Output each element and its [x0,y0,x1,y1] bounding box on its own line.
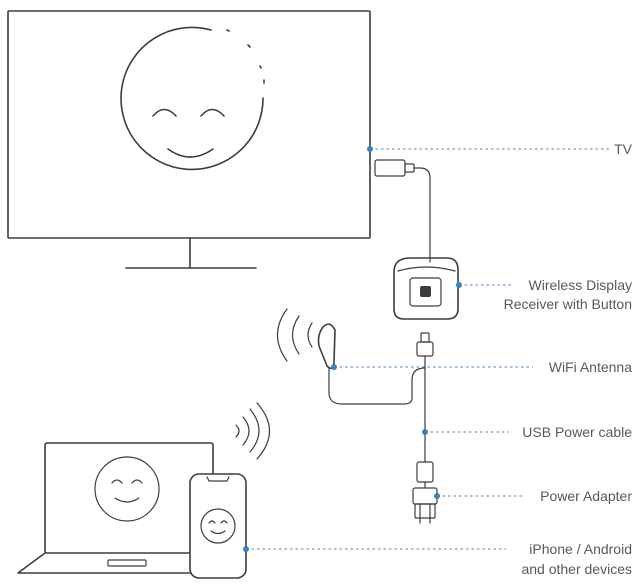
receiver-leader [456,282,512,288]
usb-cable-leader [422,429,509,435]
usb-plug-icon [416,461,434,489]
receiver-icon [393,257,459,320]
antenna-label: WiFi Antenna [549,359,632,375]
wifi-signal-icon [235,402,270,460]
receiver-label-line1: Wireless Display [529,277,632,293]
hdmi-plug-icon [374,159,431,263]
devices-label-line1: iPhone / Android [529,541,632,557]
tv-smiley-icon [120,26,265,171]
devices-label-line2: and other devices [521,561,632,577]
devices-leader [243,546,506,552]
power-adapter-icon [412,487,438,524]
tv-leader [367,146,612,152]
usb-cable [416,332,434,463]
receiver-label-line2: Receiver with Button [504,296,632,312]
adapter-label: Power Adapter [540,488,632,504]
tv-icon [7,10,371,269]
antenna-leader [331,364,533,370]
wifi-antenna-icon [276,308,426,405]
phone-smiley-icon [200,508,236,544]
laptop-smiley-icon [94,456,160,522]
smartphone-icon [189,473,247,579]
adapter-leader [434,493,524,499]
tv-label: TV [614,141,633,157]
usb-cable-label: USB Power cable [522,424,632,440]
laptop-icon [17,442,214,574]
